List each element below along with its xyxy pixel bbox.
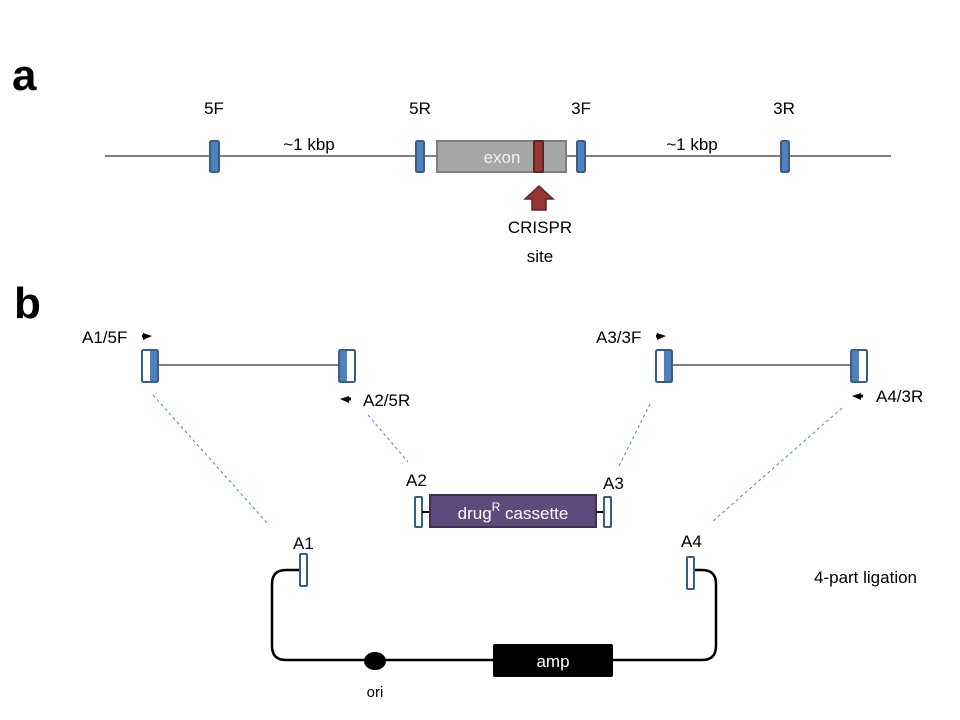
adapter-a1-box bbox=[299, 553, 308, 587]
panel-b-label: b bbox=[14, 279, 41, 328]
primer-label-a2-5r: A2/5R bbox=[363, 391, 410, 410]
crispr-cut-site bbox=[533, 140, 544, 173]
crispr-label-line1: CRISPR bbox=[508, 218, 572, 237]
reverse-arrow-icon bbox=[852, 393, 863, 400]
reverse-arrow-icon bbox=[340, 396, 351, 403]
connector-a1 bbox=[152, 394, 269, 525]
connector-a2 bbox=[367, 414, 409, 463]
exon-box bbox=[436, 140, 567, 173]
right-arm-fwd-primer bbox=[655, 349, 673, 383]
distance-label-right: ~1 kbp bbox=[666, 135, 718, 154]
crispr-arrow-icon bbox=[523, 184, 555, 211]
primer-3f-site bbox=[576, 140, 586, 173]
ligation-connectors bbox=[152, 394, 843, 525]
adapter-a4-box bbox=[686, 556, 695, 590]
ligation-label: 4-part ligation bbox=[814, 568, 917, 587]
adapter-a3-box bbox=[603, 496, 612, 528]
primer-label-5r: 5R bbox=[409, 99, 431, 118]
forward-arrow-icon bbox=[142, 333, 152, 340]
primer-label-a1-5f: A1/5F bbox=[82, 328, 127, 347]
cassette-label-suffix: cassette bbox=[500, 504, 568, 523]
ori-label: ori bbox=[367, 684, 384, 701]
primer-label-a3-3f: A3/3F bbox=[596, 328, 641, 347]
adapter-label-a3: A3 bbox=[603, 474, 624, 493]
primer-label-a4-3r: A4/3R bbox=[876, 387, 923, 406]
distance-label-left: ~1 kbp bbox=[283, 135, 335, 154]
adapter-label-a1: A1 bbox=[293, 534, 314, 553]
primer-5r-site bbox=[415, 140, 425, 173]
adapter-label-a2: A2 bbox=[406, 471, 427, 490]
amp-resistance-gene bbox=[493, 644, 613, 677]
primer-label-3f: 3F bbox=[571, 99, 591, 118]
drug-resistance-cassette bbox=[429, 494, 597, 528]
left-arm-fwd-primer bbox=[141, 349, 159, 383]
cassette-label-superscript: R bbox=[492, 500, 501, 514]
left-arm-rev-primer bbox=[338, 349, 356, 383]
adapter-a2-box bbox=[414, 496, 423, 528]
cassette-label: drugR cassette bbox=[458, 500, 569, 523]
forward-arrow-icon bbox=[656, 333, 666, 340]
right-arm-rev-primer bbox=[850, 349, 868, 383]
connector-a4 bbox=[711, 407, 843, 523]
primer-label-5f: 5F bbox=[204, 99, 224, 118]
primer-3r-site bbox=[780, 140, 790, 173]
amp-label: amp bbox=[536, 652, 569, 671]
primer-label-3r: 3R bbox=[773, 99, 795, 118]
crispr-label-line2: site bbox=[527, 247, 553, 266]
primer-5f-site bbox=[209, 140, 220, 173]
cassette-label-text: drug bbox=[458, 504, 492, 523]
exon-label: exon bbox=[484, 148, 521, 167]
panel-a-label: a bbox=[12, 51, 37, 100]
connector-a3 bbox=[617, 403, 651, 469]
ori-marker bbox=[364, 652, 386, 670]
adapter-label-a4: A4 bbox=[681, 532, 702, 551]
